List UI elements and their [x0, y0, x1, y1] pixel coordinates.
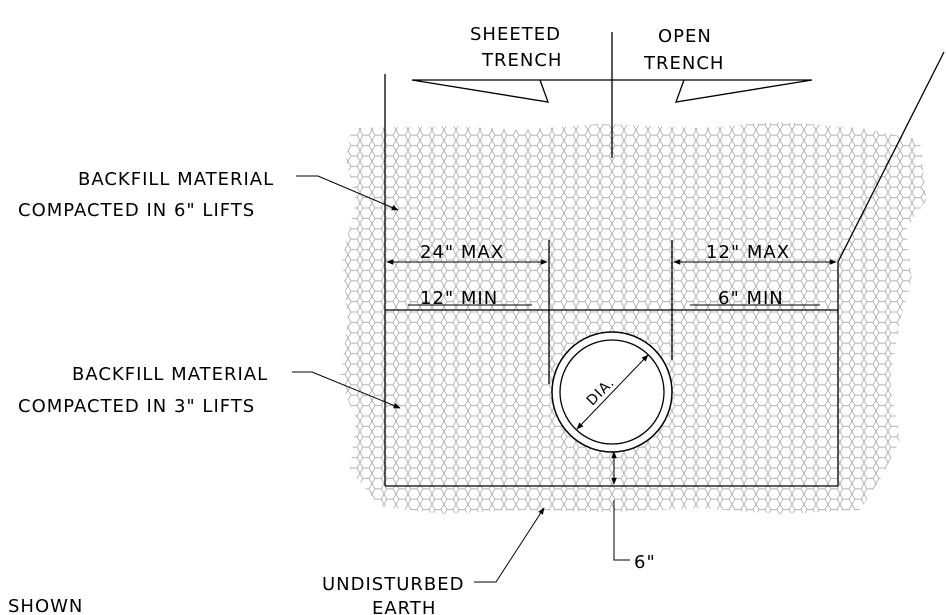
backfill-hatch-region	[340, 122, 926, 514]
dim-24-max-label: 24" MAX	[420, 242, 504, 263]
undisturbed-line1: UNDISTURBED	[322, 574, 465, 595]
open-trench-title-1: OPEN	[658, 26, 712, 47]
open-trench-title-2: TRENCH	[643, 53, 724, 74]
backfill-3-leader	[292, 371, 401, 409]
backfill-3-line2: COMPACTED IN 3" LIFTS	[18, 396, 255, 417]
sheeted-trench-title-2: TRENCH	[481, 50, 562, 71]
sheeted-trench-title-1: SHEETED	[470, 24, 561, 45]
sheeted-trench-wing	[411, 79, 612, 103]
undisturbed-leader	[474, 507, 545, 583]
backfill-6-leader	[296, 175, 399, 211]
shown-label: SHOWN	[8, 596, 83, 615]
open-trench-wing	[612, 79, 813, 103]
backfill-6-line2: COMPACTED IN 6" LIFTS	[18, 200, 255, 221]
top-right-leader	[837, 51, 945, 263]
bedding-dim-leader	[613, 500, 630, 561]
pipe-diameter-line	[576, 354, 649, 430]
backfill-6-line1: BACKFILL MATERIAL	[78, 169, 274, 190]
dim-12-min-label: 12" MIN	[420, 288, 498, 309]
dim-6-min-label: 6" MIN	[718, 288, 784, 309]
dim-12-max-label: 12" MAX	[706, 242, 790, 263]
dim-6-bottom-label: 6"	[634, 552, 656, 573]
backfill-3-line1: BACKFILL MATERIAL	[72, 364, 268, 385]
undisturbed-line2: EARTH	[372, 598, 436, 615]
